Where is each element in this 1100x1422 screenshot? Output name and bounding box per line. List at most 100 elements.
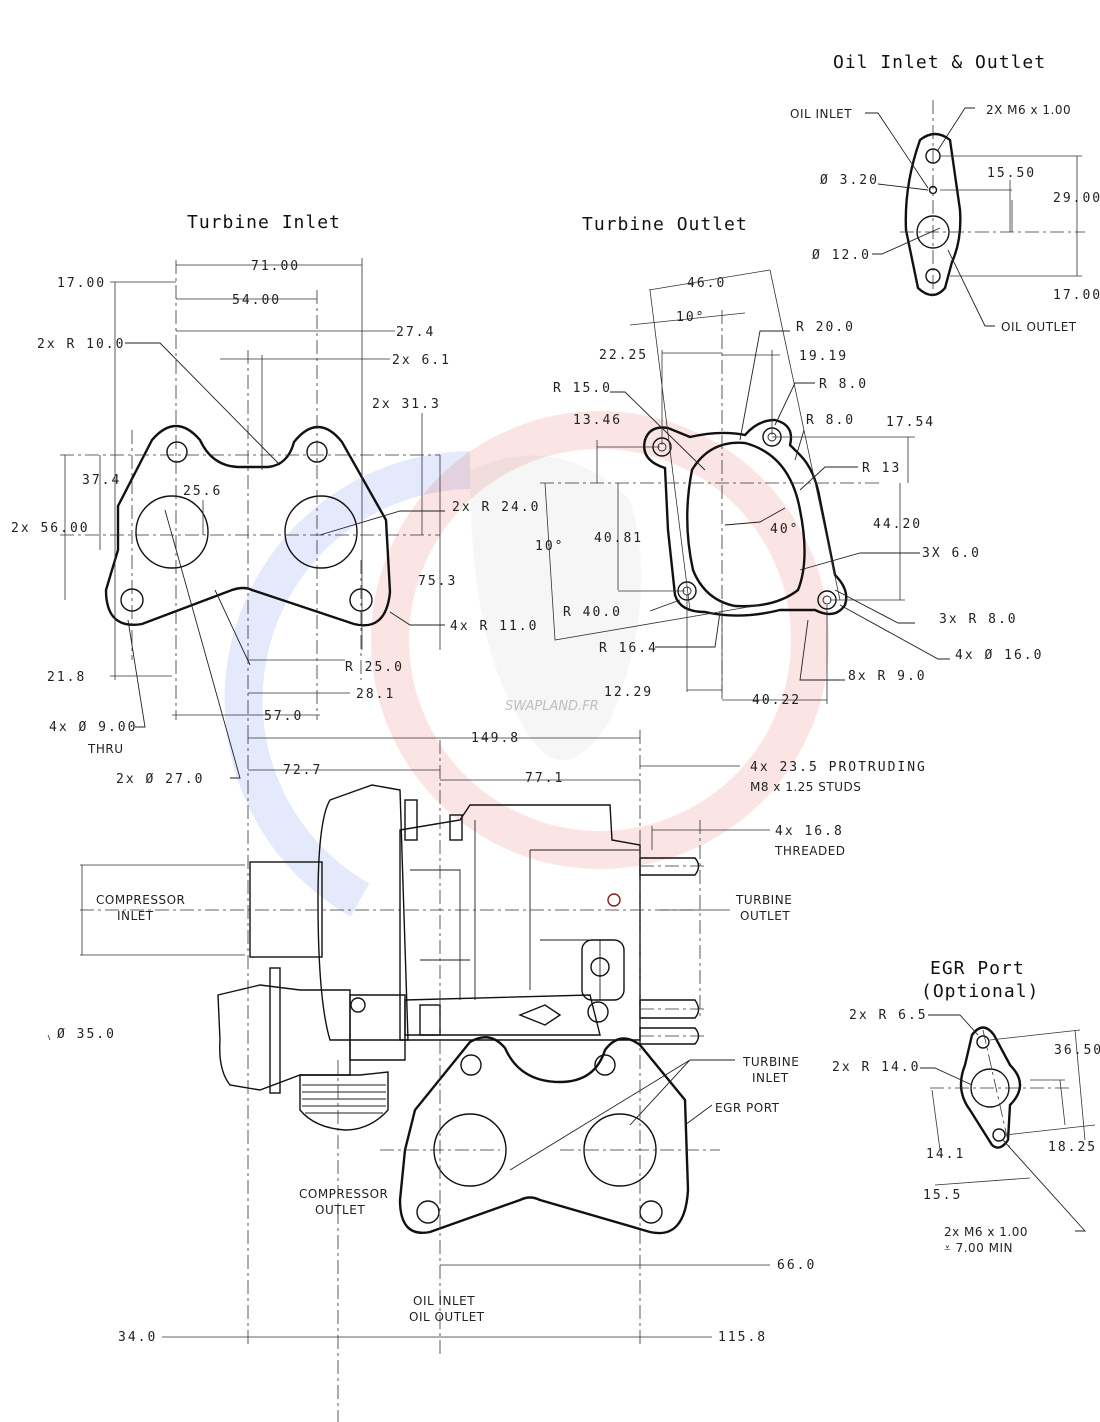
dim-label: 2x R 6.5: [849, 1008, 928, 1023]
dim-label: 2x R 10.0: [37, 337, 125, 352]
dim-label: 10°: [676, 310, 705, 325]
watermark-text: SWAPLAND.FR: [505, 699, 599, 714]
dim-label: 71.00: [251, 259, 300, 274]
dim-label: 57.0: [264, 709, 303, 724]
dim-label: Ø 12.0: [812, 248, 871, 263]
dim-label: R 8.0: [806, 413, 855, 428]
turbine-outlet-flange: [540, 269, 950, 704]
dim-label: 3X 6.0: [922, 546, 981, 561]
dim-label: 115.8: [718, 1330, 767, 1345]
turbine-outlet-dimensions: 46.0 10° R 20.0 22.25 19.19 R 15.0 R 8.0…: [535, 276, 1043, 708]
dim-label: 2x 56.00: [11, 521, 90, 536]
dim-label: R 16.4: [599, 641, 658, 656]
dim-label: 29.00: [1053, 191, 1100, 206]
label-turbine-inlet: TURBINE: [742, 1055, 799, 1069]
dim-label: R 8.0: [819, 377, 868, 392]
dim-label: 15.5: [923, 1188, 962, 1203]
dim-label: 19.19: [799, 349, 848, 364]
dim-label: 13.46: [573, 413, 622, 428]
actuator-lever: [404, 994, 601, 1036]
label-compressor-inlet: INLET: [117, 909, 154, 923]
dim-label: OIL INLET: [790, 107, 852, 121]
dim-label: M8 x 1.25 STUDS: [750, 780, 861, 794]
dim-label: 44.20: [873, 517, 922, 532]
dim-label: 46.0: [687, 276, 726, 291]
dim-label: 10°: [535, 539, 564, 554]
dim-label: 77.1: [525, 771, 564, 786]
dim-label: 75.3: [418, 574, 457, 589]
dim-label: 27.4: [396, 325, 435, 340]
dim-label: 2x Ø 27.0: [116, 772, 204, 787]
turbine-inlet-dimensions: 71.00 17.00 54.00 27.4 2x R 10.0 2x 6.1 …: [11, 259, 540, 787]
studs: [639, 857, 700, 1045]
dim-label: Ø 3.20: [820, 173, 879, 188]
dim-label: ⩡ 7.00 MIN: [944, 1241, 1013, 1255]
dim-label: 4x Ø 16.0: [955, 648, 1043, 663]
dim-label: 2X M6 x 1.00: [986, 103, 1071, 117]
dim-label: 4x 23.5 PROTRUDING: [750, 760, 927, 775]
dim-label: 66.0: [777, 1258, 816, 1273]
dim-label: 21.8: [47, 670, 86, 685]
dim-label: 17.00: [57, 276, 106, 291]
dim-label: 25.6: [183, 484, 222, 499]
dim-label: 4x R 11.0: [450, 619, 538, 634]
title-egr: EGR Port: [930, 958, 1025, 979]
dim-label: 4x Ø 9.00: [49, 720, 137, 735]
dim-label: 2x 6.1: [392, 353, 451, 368]
dim-label: 40.22: [752, 693, 801, 708]
label-compressor-outlet: COMPRESSOR: [299, 1187, 388, 1201]
dim-label: 15.50: [987, 166, 1036, 181]
dim-label: R 40.0: [563, 605, 622, 620]
egr-dimensions: 2x R 6.5 36.50 2x R 14.0 14.1 18.25 15.5…: [832, 1008, 1100, 1255]
label-turbine-outlet: OUTLET: [740, 909, 790, 923]
dim-label: 3x R 8.0: [939, 612, 1018, 627]
dim-label: 14.1: [926, 1147, 965, 1162]
turbine-housing: [399, 804, 641, 1041]
dim-label: 72.7: [283, 763, 322, 778]
dim-label: 28.1: [356, 687, 395, 702]
dim-label: THRU: [87, 742, 123, 756]
oil-flange: [865, 100, 1085, 327]
dim-label: 17.00: [1053, 288, 1100, 303]
label-oil-inlet: OIL INLET: [413, 1294, 475, 1308]
turbine-inlet-flange: [60, 258, 445, 779]
dim-label: 12.29: [604, 685, 653, 700]
label-oil-outlet: OIL OUTLET: [409, 1310, 485, 1324]
compressor-outlet: [299, 1071, 389, 1131]
dim-label: 2x 31.3: [372, 397, 441, 412]
title-oil: Oil Inlet & Outlet: [833, 52, 1046, 73]
dim-label: R 20.0: [796, 320, 855, 335]
title-egr-optional: (Optional): [921, 981, 1039, 1002]
dim-label: Ø 35.0: [57, 1027, 116, 1042]
dim-label: 149.8: [471, 731, 520, 746]
label-compressor-outlet: OUTLET: [315, 1203, 365, 1217]
compressor-housing: [317, 784, 409, 1041]
label-turbine-outlet: TURBINE: [735, 893, 792, 907]
dim-label: 4x 16.8: [775, 824, 844, 839]
title-turbine-outlet: Turbine Outlet: [582, 214, 748, 235]
dim-label: 2x R 24.0: [452, 500, 540, 515]
dim-label: 18.25: [1048, 1140, 1097, 1155]
dim-label: R 13: [862, 461, 901, 476]
turbocharger-view: [47, 730, 770, 1422]
label-egr-port: EGR PORT: [715, 1101, 780, 1115]
dim-label: R 15.0: [553, 381, 612, 396]
main-view-dimensions: 149.8 72.7 77.1 4x 23.5 PROTRUDING M8 x …: [57, 731, 927, 1345]
title-turbine-inlet: Turbine Inlet: [187, 212, 341, 233]
oil-dimensions: OIL INLET 2X M6 x 1.00 15.50 Ø 3.20 29.0…: [790, 103, 1100, 334]
label-compressor-inlet: COMPRESSOR: [96, 893, 185, 907]
dim-label: 40.81: [594, 531, 643, 546]
dim-label: OIL OUTLET: [1001, 320, 1077, 334]
dim-label: THREADED: [774, 844, 846, 858]
dim-label: R 25.0: [345, 660, 404, 675]
wastegate-actuator: [217, 984, 351, 1091]
dim-label: 22.25: [599, 348, 648, 363]
dim-label: 34.0: [118, 1330, 157, 1345]
compressor-inlet: [249, 861, 323, 958]
turbine-inlet-flange-side: [398, 1036, 690, 1235]
egr-flange: [920, 1014, 1096, 1232]
dim-label: 2x R 14.0: [832, 1060, 920, 1075]
dim-label: 37.4: [82, 473, 121, 488]
dim-label: 17.54: [886, 415, 935, 430]
